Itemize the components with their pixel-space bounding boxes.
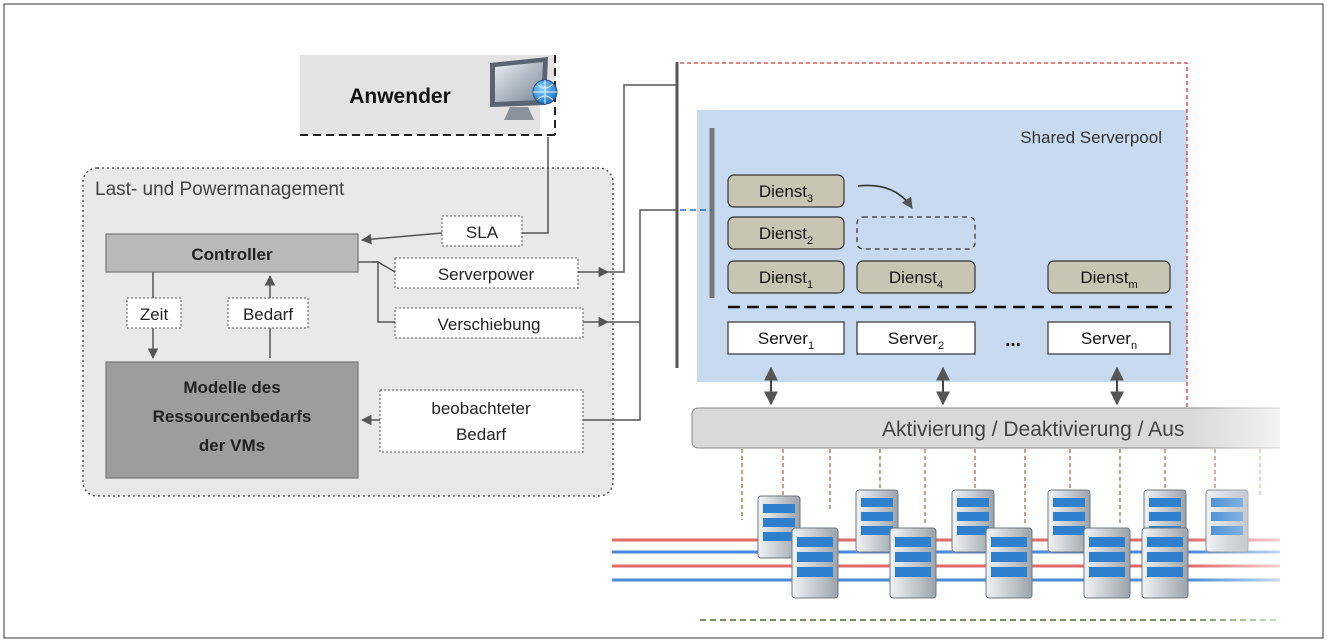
serverpower-label-box: Serverpower [394,257,579,289]
svg-text:Controller: Controller [191,245,273,264]
svg-text:Serverpower: Serverpower [438,265,535,284]
time-label-box: Zeit [126,297,182,329]
svg-text:SLA: SLA [466,223,499,242]
sla-arrow [360,232,443,245]
sla-line [522,137,549,234]
server-rack-icon [791,527,839,599]
controller-box: Controller [105,233,359,273]
server-box: Server2 [856,321,976,355]
monitor-globe-icon [490,57,558,120]
server-box: Server1 [727,321,845,355]
observed-bus-line [583,209,676,421]
svg-text:Verschiebung: Verschiebung [437,315,540,334]
server-rack-icon [855,489,899,553]
svg-text:Server2: Server2 [888,329,944,352]
svg-text:Dienst1: Dienst1 [759,268,813,291]
sla-label-box: SLA [441,215,523,247]
svg-text:Server1: Server1 [758,329,814,352]
demand-models-box: Modelle des Ressourcenbedarfs der VMs [105,361,359,479]
service-box: Dienst2 [727,216,845,250]
pool-title: Shared Serverpool [1020,128,1162,147]
svg-text:beobachteter: beobachteter [431,399,531,418]
management-title: Last- und Powermanagement [95,179,345,200]
svg-text:Dienst2: Dienst2 [759,224,813,247]
migration-curve-arrow [857,184,913,209]
server-box: Servern [1047,321,1171,355]
service-box: Dienst1 [727,260,845,294]
server-rack-icon [1141,527,1189,599]
server-rack-icon [889,527,937,599]
svg-text:Bedarf: Bedarf [243,305,293,324]
red-power-link [680,62,1188,430]
svg-text:Zeit: Zeit [140,305,169,324]
svg-text:Aktivierung / Deaktivierung /: Aktivierung / Deaktivierung / Aus [882,418,1184,441]
service-box: Dienstm [1047,260,1171,294]
svg-text:Modelle des: Modelle des [183,378,280,397]
server-ellipsis: ... [1005,330,1021,351]
migration-label-box: Verschiebung [394,307,584,339]
svg-text:Bedarf: Bedarf [456,425,506,444]
svg-text:Ressourcenbedarfs: Ressourcenbedarfs [153,407,312,426]
server-rack-icon [951,489,995,553]
service-box: Dienst3 [727,174,845,208]
svg-text:Servern: Servern [1081,329,1137,352]
activation-bar: Aktivierung / Deaktivierung / Aus [691,407,1293,449]
server-rack-icon [985,527,1033,599]
server-rack-icon [1083,527,1131,599]
user-label: Anwender [349,85,451,108]
demand-label-box: Bedarf [227,297,309,329]
server-rack-icon [757,495,801,559]
svg-text:Dienst4: Dienst4 [889,268,943,291]
svg-text:der VMs: der VMs [199,436,265,455]
service-box: Dienst4 [856,260,976,294]
svg-text:Dienstm: Dienstm [1080,268,1137,291]
server-rack-icon [1047,489,1091,553]
svg-text:Dienst3: Dienst3 [759,182,813,205]
power-bus-line [608,84,676,273]
observed-label-box: beobachteter Bedarf [379,389,584,453]
migration-line [372,261,395,323]
right-clip [1280,395,1323,637]
